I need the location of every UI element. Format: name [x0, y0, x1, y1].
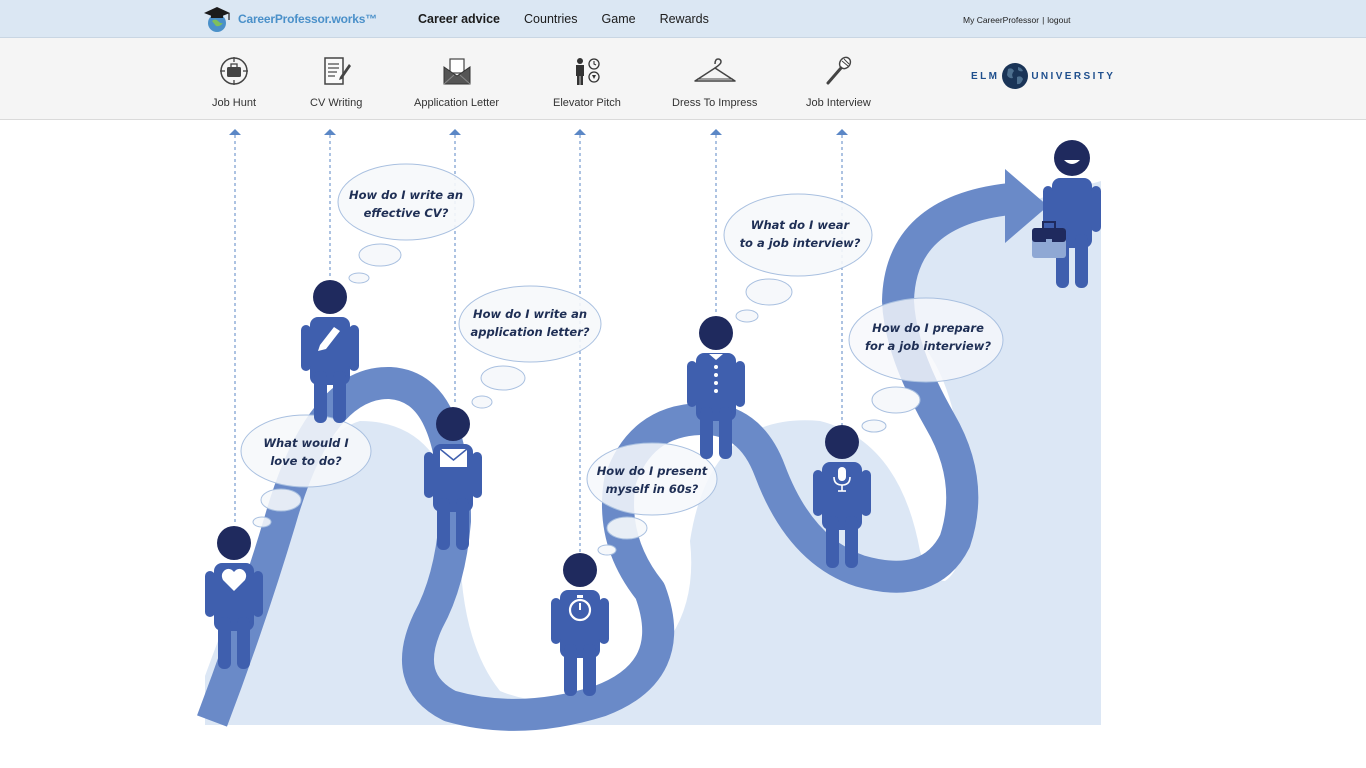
- figure-application-letter: [424, 407, 482, 550]
- microphone-icon: [821, 54, 855, 88]
- thought-bubble-job-hunt: What would I love to do?: [240, 414, 372, 528]
- connector-dress-to-impress-arrow: [710, 129, 722, 135]
- connector-cv-writing-arrow: [324, 129, 336, 135]
- stopwatch-icon: [568, 595, 592, 622]
- briefcase-icon: [1032, 221, 1066, 258]
- bubble-line-2: application letter?: [470, 325, 589, 339]
- figure-hired: [1032, 140, 1101, 288]
- thought-bubble-job-interview: How do I prepare for a job interview?: [848, 297, 1004, 433]
- topic-job-interview[interactable]: Job Interview: [806, 54, 871, 109]
- document-pencil-icon: [319, 54, 353, 88]
- bubble-line-2: for a job interview?: [865, 339, 991, 353]
- figure-job-hunt: [205, 526, 263, 669]
- topic-label: Job Interview: [806, 97, 871, 109]
- topic-elevator-pitch[interactable]: Elevator Pitch: [553, 54, 621, 109]
- topic-job-hunt[interactable]: Job Hunt: [212, 54, 256, 109]
- connector-application-letter-arrow: [449, 129, 461, 135]
- site-name: CareerProfessor.works™: [238, 12, 378, 26]
- bubble-line-1: How do I prepare: [872, 321, 984, 335]
- figure-elevator-pitch: [551, 553, 609, 696]
- account-links: My CareerProfessor | logout: [963, 15, 1070, 25]
- nav-career-advice[interactable]: Career advice: [418, 12, 501, 26]
- bubble-line-2: love to do?: [270, 454, 342, 468]
- thought-bubble-elevator-pitch: How do I present myself in 60s?: [586, 442, 718, 556]
- figure-job-interview: [813, 425, 871, 568]
- topic-application-letter[interactable]: Application Letter: [414, 54, 499, 109]
- figure-dress-to-impress: [687, 316, 745, 459]
- elm-text: ELM: [971, 70, 1000, 82]
- site-logo[interactable]: CareerProfessor.works™: [202, 4, 377, 34]
- topic-label: Application Letter: [414, 97, 499, 109]
- globe-icon: [1002, 63, 1029, 89]
- clothes-hanger-icon: [692, 54, 738, 88]
- envelope-icon: [439, 448, 468, 467]
- connector-job-hunt-arrow: [229, 129, 241, 135]
- topic-cv-writing[interactable]: CV Writing: [310, 54, 362, 109]
- bubble-line-1: What do I wear: [751, 218, 851, 232]
- figure-cv-writing: [301, 280, 359, 423]
- bubble-line-2: myself in 60s?: [606, 482, 699, 496]
- bubble-line-2: effective CV?: [364, 206, 449, 220]
- briefcase-target-icon: [217, 54, 251, 88]
- top-navigation-bar: CareerProfessor.works™ Career advice Cou…: [0, 0, 1366, 38]
- pen-icon: [318, 327, 340, 351]
- my-careerprofessor-link[interactable]: My CareerProfessor: [963, 15, 1040, 25]
- connector-elevator-pitch-arrow: [574, 129, 586, 135]
- thought-bubble-dress-to-impress: What do I wear to a job interview?: [723, 193, 873, 323]
- bubble-line-1: What would I: [263, 436, 349, 450]
- path-arrow-head: [1005, 169, 1048, 243]
- bubble-line-1: How do I present: [597, 464, 708, 478]
- bubble-line-1: How do I write an: [349, 188, 463, 202]
- nav-rewards[interactable]: Rewards: [659, 12, 709, 26]
- nav-countries[interactable]: Countries: [524, 12, 578, 26]
- journey-canvas: What would I love to do? How do I write …: [197, 129, 1101, 731]
- connector-job-interview-arrow: [836, 129, 848, 135]
- main-nav: Career advice Countries Game Rewards: [418, 0, 733, 38]
- topic-label: CV Writing: [310, 97, 363, 109]
- logout-link[interactable]: logout: [1047, 15, 1071, 25]
- thought-bubble-cv-writing: How do I write an effective CV?: [337, 163, 475, 284]
- thought-bubble-application-letter: How do I write an application letter?: [458, 285, 602, 409]
- career-topics-bar: Job Hunt CV Writing Application Letter: [0, 38, 1366, 120]
- career-path: [197, 183, 1012, 731]
- graduation-cap-globe-icon: [204, 7, 230, 32]
- microphone-icon: [833, 467, 851, 492]
- topic-label: Dress To Impress: [672, 97, 758, 109]
- career-journey-illustration: What would I love to do? How do I write …: [0, 121, 1366, 768]
- bubble-line-1: How do I write an: [473, 307, 587, 321]
- suit-buttons-icon: [709, 354, 723, 393]
- account-separator: |: [1042, 15, 1045, 25]
- topic-dress-to-impress[interactable]: Dress To Impress: [672, 54, 757, 109]
- person-stopwatch-icon: [570, 54, 604, 88]
- heart-icon: [221, 568, 247, 591]
- elm-university-logo[interactable]: ELM UNIVERSITY: [971, 61, 1115, 91]
- envelope-letter-icon: [440, 54, 474, 88]
- topic-label: Elevator Pitch: [553, 97, 621, 109]
- topic-label: Job Hunt: [212, 97, 257, 109]
- bubble-line-2: to a job interview?: [740, 236, 861, 250]
- nav-game[interactable]: Game: [601, 12, 636, 26]
- university-text: UNIVERSITY: [1031, 70, 1116, 82]
